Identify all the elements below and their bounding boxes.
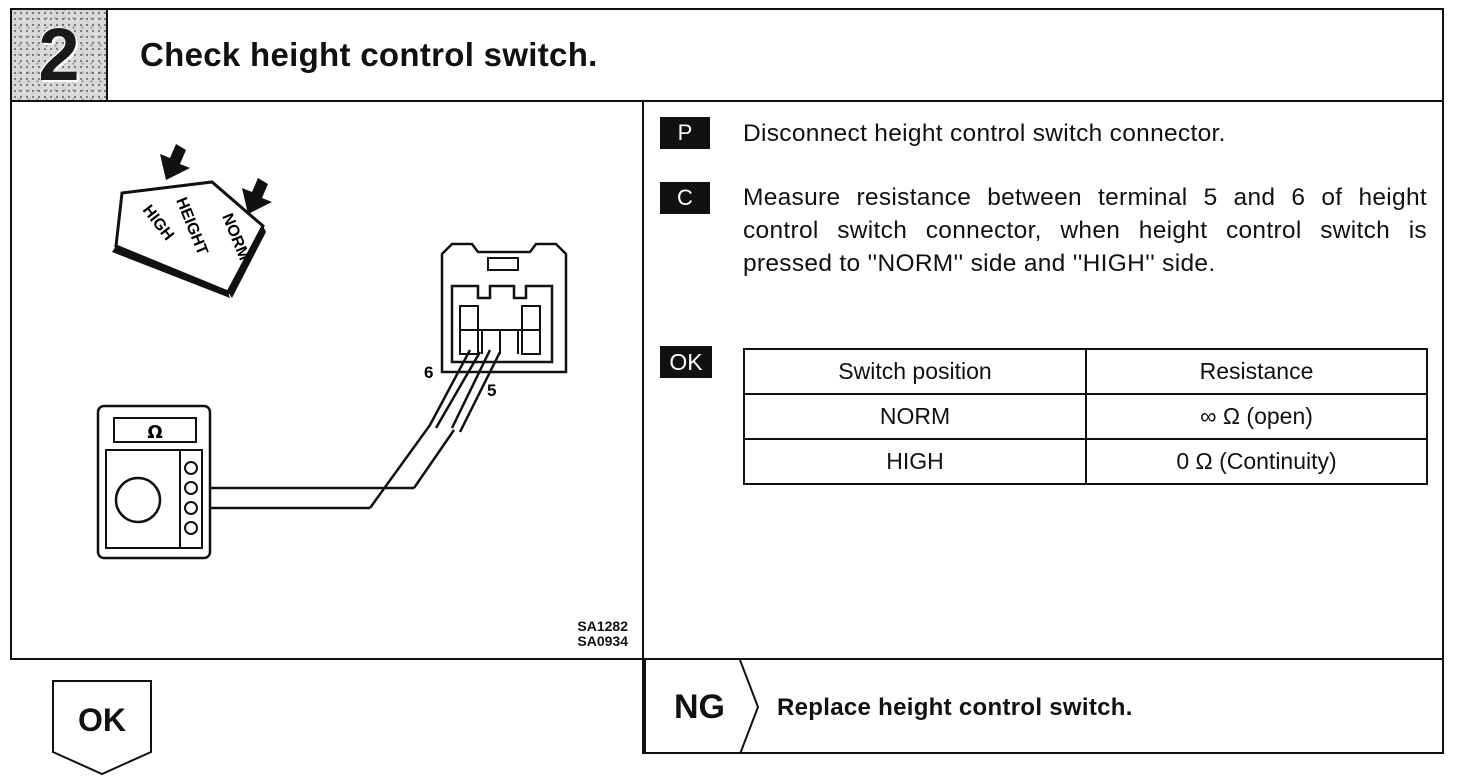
instruction-c-text: Measure resistance between terminal 5 an… — [743, 184, 1427, 277]
ok-label: OK — [78, 702, 126, 738]
ng-chevron-icon — [739, 660, 760, 754]
procedure-frame — [10, 8, 1444, 660]
ng-action-text: Replace height control switch. — [777, 694, 1133, 721]
step-number: 2 — [38, 13, 80, 96]
table-header: Resistance — [1085, 348, 1428, 395]
height-control-switch: HIGH HEIGHT NORM — [112, 180, 266, 298]
table-row: HIGH 0 Ω (Continuity) — [743, 438, 1428, 485]
header-step-divider — [106, 8, 108, 102]
ohmmeter: Ω — [96, 404, 212, 560]
tag-p: P — [660, 117, 710, 149]
figure-code: SA0934 — [577, 633, 628, 649]
resistance-table: Switch position Resistance NORM ∞ Ω (ope… — [743, 348, 1428, 485]
table-cell: ∞ Ω (open) — [1085, 393, 1428, 440]
page-title: Check height control switch. — [140, 36, 598, 73]
ok-arrow-icon — [52, 680, 152, 776]
table-header-row: Switch position Resistance — [743, 348, 1428, 395]
table-header: Switch position — [743, 348, 1087, 395]
ng-label: NG — [674, 688, 725, 726]
tag-ok: OK — [660, 346, 712, 378]
table-cell: NORM — [743, 393, 1087, 440]
tester-probes — [368, 349, 502, 509]
ohm-symbol-icon: Ω — [147, 422, 162, 443]
figure-code: SA1282 — [577, 618, 628, 634]
column-divider — [642, 100, 644, 754]
table-cell: 0 Ω (Continuity) — [1085, 438, 1428, 485]
tag-c: C — [660, 182, 710, 214]
step-number-box: 2 — [12, 10, 106, 100]
press-arrow-icon — [160, 144, 190, 180]
tester-leads — [204, 486, 414, 510]
switch-connector — [440, 242, 568, 374]
illustration: HIGH HEIGHT NORM 6 5 Ω — [96, 144, 568, 560]
table-row: NORM ∞ Ω (open) — [743, 393, 1428, 440]
instruction-p-text: Disconnect height control switch connect… — [743, 120, 1226, 147]
terminal-label-6: 6 — [424, 363, 433, 382]
ng-result-box — [644, 660, 1444, 754]
table-cell: HIGH — [743, 438, 1087, 485]
terminal-label-5: 5 — [487, 381, 496, 400]
header-divider — [10, 100, 1444, 102]
press-arrow-icon — [242, 178, 272, 214]
